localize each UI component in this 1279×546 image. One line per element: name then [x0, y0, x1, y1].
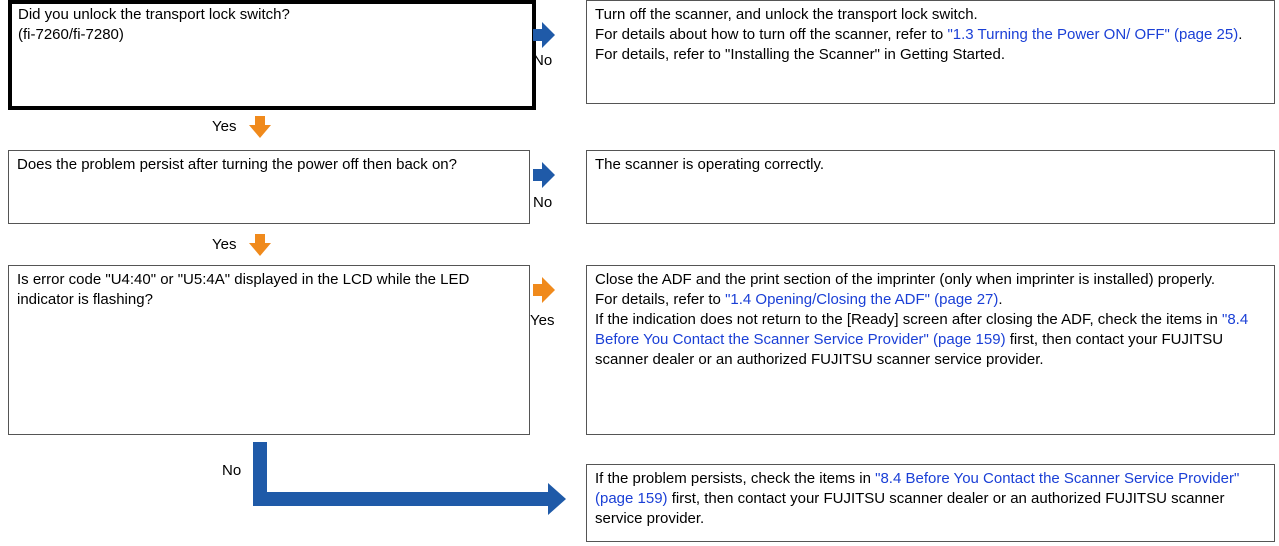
- arrow-right-icon: [533, 162, 555, 188]
- no-label: No: [222, 462, 242, 479]
- arrow-down-icon: [249, 116, 271, 138]
- answer-text: The scanner is operating correctly.: [595, 156, 824, 173]
- question-box-transport-lock: Did you unlock the transport lock switch…: [8, 0, 536, 110]
- question-text: (fi-7260/fi-7280): [18, 26, 124, 43]
- arrow-right-shape: [533, 162, 555, 188]
- no-label: No: [533, 194, 553, 211]
- answer-box-problem-persists: If the problem persists, check the items…: [586, 464, 1275, 542]
- elbow-arrow-icon: [253, 442, 566, 515]
- answer-text: If the indication does not return to the…: [595, 311, 1249, 368]
- yes-label: Yes: [212, 236, 237, 253]
- question-box-power-cycle: Does the problem persist after turning t…: [8, 150, 530, 224]
- question-text: Does the problem persist after turning t…: [17, 156, 457, 173]
- arrow-down-shape: [249, 116, 271, 138]
- yes-label: Yes: [530, 312, 555, 329]
- arrow-down-shape: [249, 234, 271, 256]
- elbow-arrow-shape: [253, 442, 566, 515]
- answer-box-close-adf: Close the ADF and the print section of t…: [586, 265, 1275, 435]
- no-label: No: [533, 52, 553, 69]
- question-text: Did you unlock the transport lock switch…: [18, 6, 290, 23]
- arrow-right-icon: [533, 22, 555, 48]
- answer-box-unlock: Turn off the scanner, and unlock the tra…: [586, 0, 1275, 104]
- link-before-contact[interactable]: "8.4 Before You Contact the Scanner Serv…: [595, 470, 1240, 507]
- answer-text: For details about how to turn off the sc…: [595, 26, 1243, 43]
- answer-text: Turn off the scanner, and unlock the tra…: [595, 6, 978, 23]
- question-box-error-code: Is error code "U4:40" or "U5:4A" display…: [8, 265, 530, 435]
- link-opening-closing-adf[interactable]: "1.4 Opening/Closing the ADF" (page 27): [725, 291, 999, 308]
- answer-text: For details, refer to "Installing the Sc…: [595, 46, 1006, 63]
- yes-label: Yes: [212, 118, 237, 135]
- arrow-right-shape: [533, 22, 555, 48]
- answer-text: For details, refer to "1.4 Opening/Closi…: [595, 291, 1003, 308]
- answer-text: If the problem persists, check the items…: [595, 470, 1240, 527]
- answer-text: Close the ADF and the print section of t…: [595, 271, 1216, 288]
- link-before-contact[interactable]: "8.4 Before You Contact the Scanner Serv…: [595, 311, 1249, 348]
- link-power-on-off[interactable]: "1.3 Turning the Power ON/ OFF" (page 25…: [947, 26, 1239, 43]
- arrow-right-icon: [533, 277, 555, 303]
- arrow-down-icon: [249, 234, 271, 256]
- arrow-right-shape: [533, 277, 555, 303]
- question-text: Is error code "U4:40" or "U5:4A" display…: [17, 271, 470, 308]
- answer-box-operating-correctly: The scanner is operating correctly.: [586, 150, 1275, 224]
